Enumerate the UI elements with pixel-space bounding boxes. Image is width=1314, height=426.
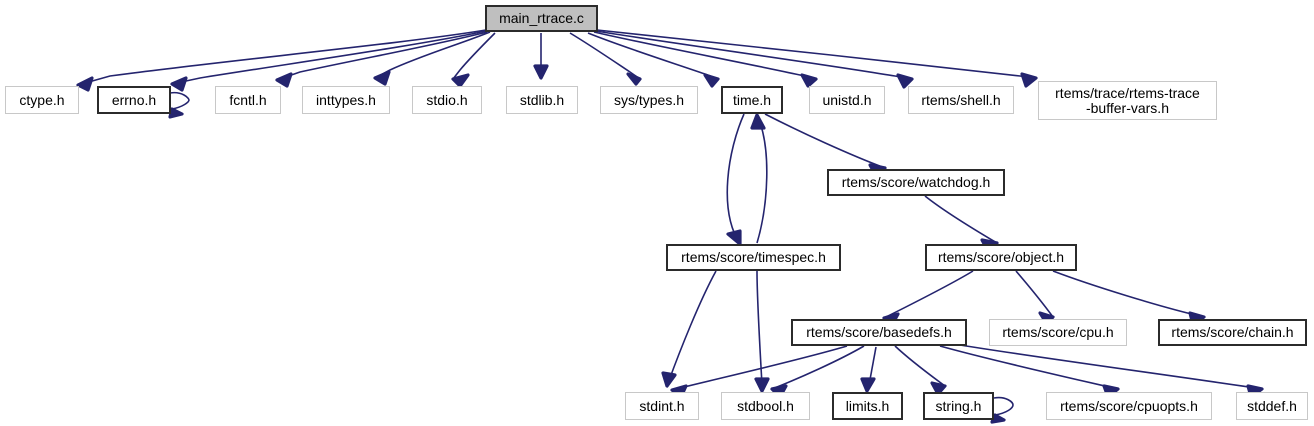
edge-errno-to-errno (168, 91, 190, 119)
graph-node-label: rtems/score/watchdog.h (841, 174, 991, 190)
graph-node-chain[interactable]: rtems/score/chain.h (1158, 319, 1307, 346)
arrowhead-icon (373, 70, 391, 86)
edge-timespec-to-stdint (661, 270, 717, 388)
arrowhead-icon (170, 76, 188, 92)
edge-basedefs-to-stdbool (770, 345, 865, 399)
edge-basedefs-to-stddef (959, 344, 1264, 399)
edge-basedefs-to-cpuopts (939, 345, 1120, 399)
graph-node-cpuopts[interactable]: rtems/score/cpuopts.h (1046, 392, 1212, 420)
edge-main-to-unistd (593, 31, 818, 88)
graph-node-errno[interactable]: errno.h (97, 86, 171, 114)
edge-main-to-inttypes (373, 31, 491, 86)
graph-node-object[interactable]: rtems/score/object.h (925, 244, 1077, 271)
edge-watchdog-to-object (924, 195, 999, 253)
arrowhead-icon (533, 64, 549, 80)
arrowhead-icon (168, 107, 184, 119)
edge-basedefs-to-stdint (670, 345, 848, 399)
graph-node-label: stdlib.h (519, 91, 565, 108)
graph-node-label: stddef.h (1247, 397, 1297, 414)
graph-node-label: rtems/score/object.h (937, 249, 1065, 265)
edge-basedefs-to-string (894, 345, 947, 396)
graph-node-label: string.h (935, 397, 982, 414)
graph-node-label: inttypes.h (316, 91, 376, 108)
edge-time-to-watchdog (764, 113, 887, 178)
arrowhead-icon (451, 73, 470, 88)
graph-node-systypes[interactable]: sys/types.h (600, 86, 698, 114)
arrowhead-icon (76, 76, 94, 92)
edge-main-to-fcntl (275, 31, 488, 88)
graph-node-cpu[interactable]: rtems/score/cpu.h (989, 319, 1127, 346)
edge-main-to-time (587, 32, 720, 88)
graph-node-stdint[interactable]: stdint.h (625, 392, 699, 420)
arrowhead-icon (754, 377, 770, 393)
graph-node-label: fcntl.h (229, 91, 267, 108)
graph-node-fcntl[interactable]: fcntl.h (215, 86, 281, 114)
graph-node-time[interactable]: time.h (721, 86, 783, 114)
edge-main-to-shell (595, 30, 914, 89)
edge-string-to-string (990, 396, 1014, 424)
graph-node-stdlib[interactable]: stdlib.h (506, 86, 578, 114)
graph-node-stdbool[interactable]: stdbool.h (721, 392, 810, 420)
edge-basedefs-to-limits (860, 346, 877, 393)
graph-node-timespec[interactable]: rtems/score/timespec.h (666, 244, 841, 271)
edge-object-to-chain (1052, 270, 1206, 327)
graph-node-label: stdio.h (426, 91, 468, 108)
graph-node-label: time.h (732, 91, 772, 108)
graph-node-watchdog[interactable]: rtems/score/watchdog.h (827, 169, 1005, 196)
graph-node-basedefs[interactable]: rtems/score/basedefs.h (791, 319, 967, 346)
graph-node-label: stdint.h (639, 397, 685, 414)
graph-node-tracebuf[interactable]: rtems/trace/rtems-trace -buffer-vars.h (1038, 81, 1217, 120)
graph-node-unistd[interactable]: unistd.h (809, 86, 885, 114)
graph-node-label: errno.h (111, 91, 157, 108)
edge-main-to-ctype (76, 29, 487, 92)
graph-node-stddef[interactable]: stddef.h (1236, 392, 1308, 420)
edge-main-to-stdlib (533, 33, 549, 80)
edge-timespec-to-stdbool (754, 270, 770, 393)
edge-object-to-cpu (1015, 270, 1055, 326)
graph-node-label: rtems/score/cpu.h (1002, 324, 1114, 340)
graph-node-label: rtems/score/basedefs.h (806, 324, 952, 340)
arrowhead-icon (1020, 72, 1038, 88)
arrowhead-icon (750, 113, 766, 130)
edge-timespec-to-time (750, 113, 768, 244)
graph-node-ctype[interactable]: ctype.h (5, 86, 79, 114)
arrowhead-icon (626, 72, 642, 86)
edge-object-to-basedefs (882, 270, 974, 327)
graph-node-label: rtems/shell.h (921, 91, 1001, 108)
edge-main-to-stdio (451, 32, 496, 88)
edge-main-to-errno (170, 30, 487, 92)
edge-main-to-systypes (569, 32, 642, 86)
graph-node-inttypes[interactable]: inttypes.h (302, 86, 390, 114)
graph-node-main[interactable]: main_rtrace.c (485, 5, 598, 32)
graph-node-label: stdbool.h (737, 397, 794, 414)
graph-node-label: main_rtrace.c (499, 10, 584, 26)
edge-time-to-timespec (726, 113, 745, 246)
graph-node-label: ctype.h (19, 91, 65, 108)
graph-node-label: rtems/trace/rtems-trace -buffer-vars.h (1055, 84, 1200, 116)
arrowhead-icon (726, 229, 742, 246)
arrowhead-icon (860, 377, 876, 393)
graph-node-shell[interactable]: rtems/shell.h (908, 86, 1014, 114)
graph-node-stdio[interactable]: stdio.h (412, 86, 482, 114)
arrowhead-icon (703, 73, 720, 88)
arrowhead-icon (275, 72, 293, 88)
graph-node-label: limits.h (845, 397, 890, 414)
arrowhead-icon (800, 73, 818, 88)
graph-node-string[interactable]: string.h (923, 392, 994, 420)
graph-node-label: rtems/score/timespec.h (681, 249, 826, 265)
graph-node-label: unistd.h (822, 91, 872, 108)
graph-node-label: rtems/score/cpuopts.h (1060, 397, 1198, 414)
graph-node-label: rtems/score/chain.h (1171, 324, 1294, 340)
graph-node-label: sys/types.h (613, 91, 685, 108)
arrowhead-icon (661, 371, 677, 388)
edge-main-to-tracebuf (596, 29, 1038, 88)
graph-node-limits[interactable]: limits.h (832, 392, 903, 420)
